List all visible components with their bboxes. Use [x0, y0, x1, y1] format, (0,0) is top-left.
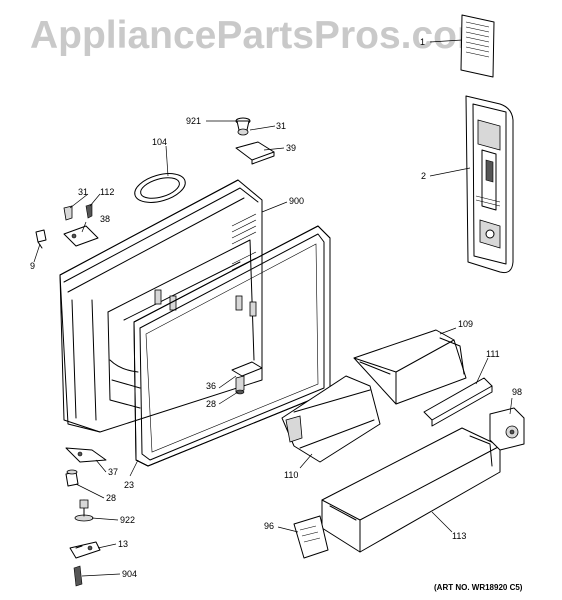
callout-31-top: 31 — [276, 121, 287, 131]
part-96-bracket — [293, 515, 329, 559]
callout-1: 1 — [420, 37, 426, 47]
part-904-screw — [73, 565, 83, 587]
part-109-shelf-bin — [353, 329, 467, 405]
callout-98: 98 — [512, 387, 523, 397]
part-111-bin-trim — [423, 377, 493, 427]
callout-110: 110 — [284, 470, 299, 480]
part-104-seal-ring — [134, 173, 186, 203]
callout-9: 9 — [30, 261, 36, 271]
callout-37: 37 — [108, 467, 119, 477]
callout-23: 23 — [124, 480, 135, 490]
callout-109: 109 — [458, 319, 474, 329]
part-113-lower-shelf — [321, 427, 501, 553]
part-112-screw — [85, 203, 93, 219]
part-13-hinge — [69, 541, 101, 559]
part-9-pin — [35, 229, 47, 249]
callout-900: 900 — [289, 196, 305, 206]
art-number: (ART NO. WR18920 C5) — [434, 583, 523, 592]
callout-28-center: 28 — [206, 399, 217, 409]
part-38-cover — [63, 225, 99, 247]
leader-lines — [33, 39, 513, 577]
callout-113: 113 — [452, 531, 467, 541]
callout-111: 111 — [486, 349, 500, 359]
callout-28-left: 28 — [106, 493, 117, 503]
part-98-damper — [489, 407, 525, 451]
part-28-bushing-left — [65, 469, 79, 487]
part-921-plug — [235, 117, 251, 136]
callout-2: 2 — [421, 171, 427, 181]
callout-904: 904 — [122, 569, 138, 579]
part-922-pin — [74, 499, 94, 522]
part-39-cover — [235, 141, 275, 165]
callout-104: 104 — [152, 137, 168, 147]
callout-921: 921 — [186, 116, 202, 126]
callout-922: 922 — [120, 515, 136, 525]
callout-96: 96 — [264, 521, 275, 531]
part-36-bracket — [231, 361, 263, 395]
callout-13: 13 — [118, 539, 129, 549]
callout-31-left: 31 — [78, 187, 89, 197]
callout-39: 39 — [286, 143, 297, 153]
part-110-side-bin — [281, 375, 381, 463]
watermark-logo: AppliancePartsPros.com — [30, 14, 492, 57]
part-31-screw-left — [63, 205, 73, 221]
callout-112: 112 — [100, 187, 115, 197]
part-literature-manual — [460, 14, 495, 78]
part-900-door — [59, 179, 263, 433]
part-control-housing — [465, 95, 514, 273]
callout-38: 38 — [100, 214, 111, 224]
callout-36: 36 — [206, 381, 217, 391]
part-37-hinge-bracket — [65, 447, 107, 463]
